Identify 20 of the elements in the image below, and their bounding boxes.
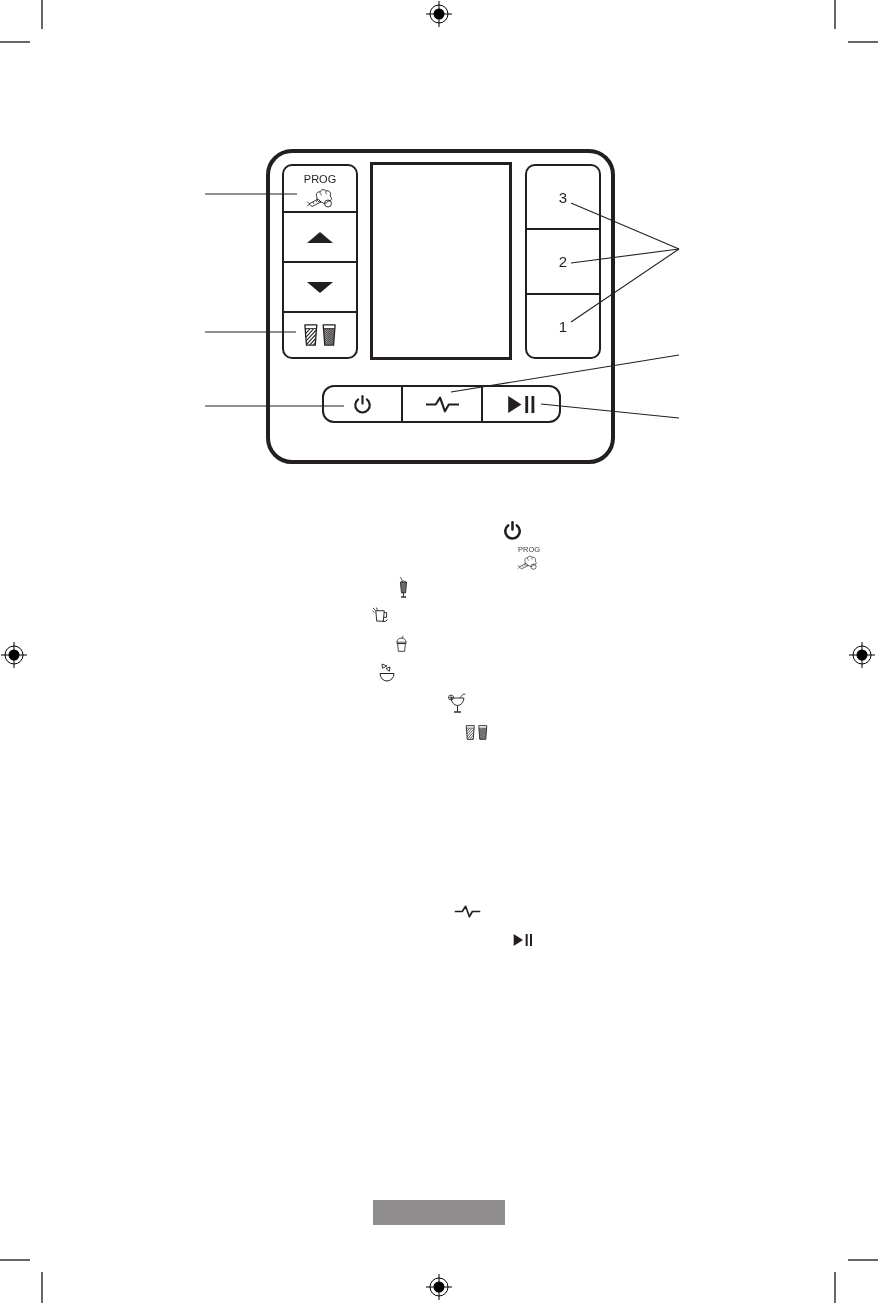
speed-button: 3 <box>525 164 601 230</box>
leader-line <box>540 403 680 419</box>
leader-line <box>570 248 680 264</box>
leader-line <box>570 202 680 250</box>
speed-button: 2 <box>525 228 601 295</box>
power-button <box>322 385 403 423</box>
play-pause-button <box>481 385 561 423</box>
control-panel <box>266 149 615 464</box>
leader-line <box>204 331 297 333</box>
cups-button <box>282 311 358 359</box>
leader-line <box>450 354 680 393</box>
leader-line <box>204 405 345 407</box>
leader-line <box>204 193 298 195</box>
prog-button: PROG <box>282 164 358 213</box>
leader-line <box>570 248 680 323</box>
up-button <box>282 211 358 263</box>
display-screen <box>370 162 512 360</box>
pulse-button <box>401 385 483 423</box>
speed-button: 1 <box>525 293 601 359</box>
down-button <box>282 261 358 313</box>
